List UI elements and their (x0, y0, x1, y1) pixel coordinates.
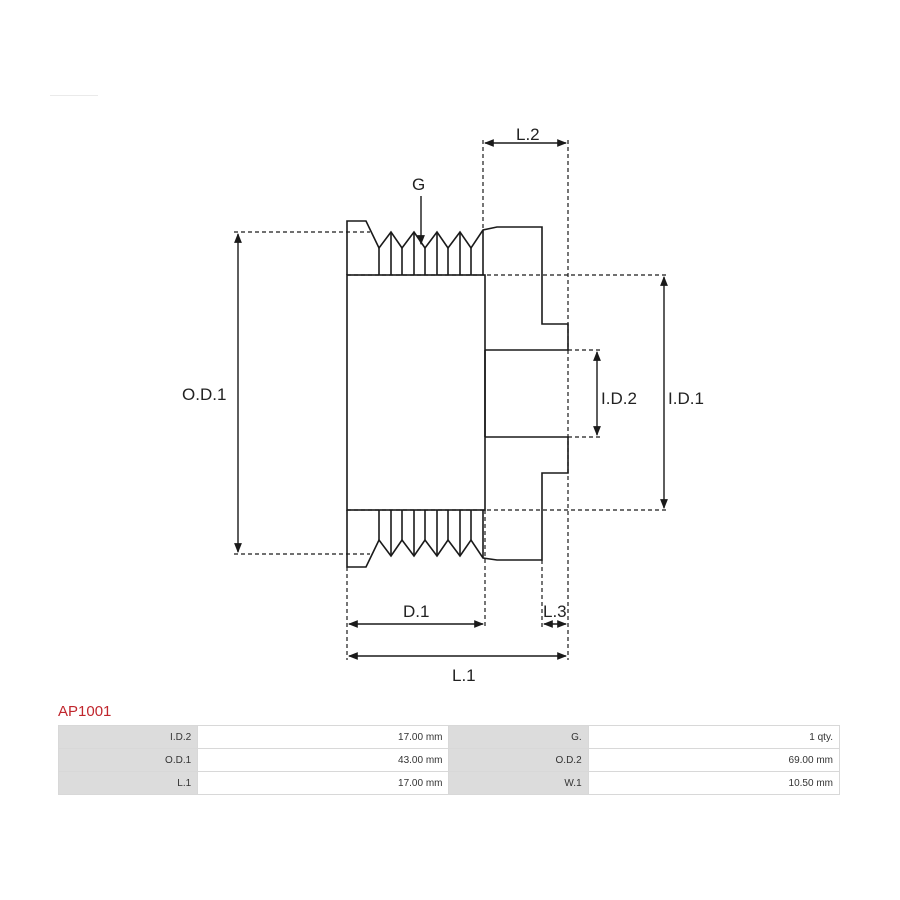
spec-value: 69.00 mm (587, 748, 841, 772)
label-g: G (412, 175, 425, 194)
spec-label: L.1 (57, 771, 199, 795)
spec-table: I.D.2 17.00 mm G. 1 qty. O.D.1 43.00 mm … (57, 725, 841, 795)
table-row: L.1 17.00 mm W.1 10.50 mm (57, 771, 841, 795)
spec-label: O.D.2 (448, 748, 589, 772)
spec-label: I.D.2 (57, 725, 199, 749)
table-row: O.D.1 43.00 mm O.D.2 69.00 mm (57, 748, 841, 772)
label-od1: O.D.1 (182, 385, 226, 404)
hub-body (346, 274, 486, 511)
spec-value: 1 qty. (587, 725, 841, 749)
ribs-top (378, 230, 484, 275)
label-l3: L.3 (543, 602, 567, 621)
pulley-technical-drawing: L.2 G O.D.1 I.D.2 I.D.1 D.1 L.3 L.1 (182, 125, 704, 685)
decorative-mark (50, 95, 98, 96)
spec-value: 17.00 mm (197, 725, 450, 749)
label-l2: L.2 (516, 125, 540, 144)
extension-lines (234, 140, 668, 660)
label-id2: I.D.2 (601, 389, 637, 408)
spec-label: W.1 (448, 771, 589, 795)
spec-value: 17.00 mm (197, 771, 450, 795)
groove-profile-top (346, 220, 569, 351)
ribs-bottom (378, 510, 484, 558)
part-code: AP1001 (58, 703, 112, 720)
label-d1: D.1 (403, 602, 429, 621)
spec-value: 43.00 mm (197, 748, 450, 772)
label-id1: I.D.1 (668, 389, 704, 408)
groove-profile-bottom (346, 436, 569, 568)
spec-label: O.D.1 (57, 748, 199, 772)
spec-label: G. (448, 725, 589, 749)
label-l1: L.1 (452, 666, 476, 685)
table-row: I.D.2 17.00 mm G. 1 qty. (57, 725, 841, 749)
spec-value: 10.50 mm (587, 771, 841, 795)
